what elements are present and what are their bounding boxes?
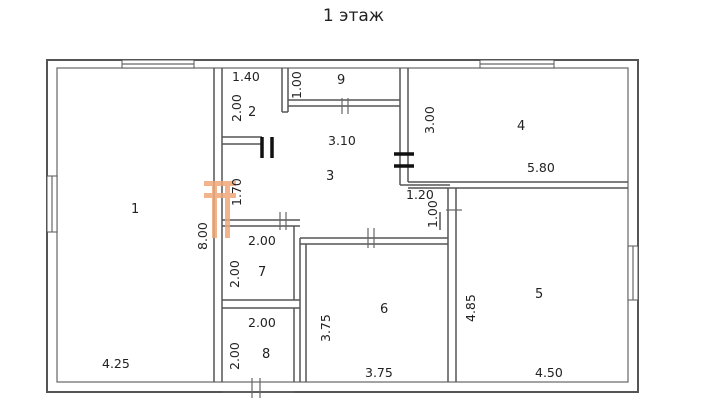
room-8-length: 2.00 <box>227 342 242 370</box>
room-1-width: 4.25 <box>102 356 130 371</box>
room-6-length: 3.75 <box>318 314 333 342</box>
room-1-length: 8.00 <box>195 222 210 250</box>
room-5-width: 4.50 <box>535 365 563 380</box>
corridor-length: 1.00 <box>425 200 440 228</box>
room-5-length: 4.85 <box>463 294 478 322</box>
room-4-width: 5.80 <box>527 160 555 175</box>
room-9-number: 9 <box>337 73 345 88</box>
room-numbers: 1 2 3 4 5 6 7 8 9 <box>131 73 543 362</box>
interior-walls <box>213 68 628 382</box>
room-4-length: 3.00 <box>422 106 437 134</box>
watermark-logo <box>204 181 236 238</box>
doors <box>222 98 462 398</box>
room-5-number: 5 <box>535 287 543 302</box>
dimensions-horizontal: 4.25 1.40 3.10 5.80 4.50 3.75 2.00 2.00 … <box>102 69 563 380</box>
room-9-length: 1.00 <box>289 71 304 99</box>
corridor-width: 1.20 <box>406 187 434 202</box>
room-6-width: 3.75 <box>365 365 393 380</box>
room-6-number: 6 <box>380 302 388 317</box>
room-7-length: 2.00 <box>227 260 242 288</box>
room-8-number: 8 <box>262 347 270 362</box>
room-7-width: 2.00 <box>248 233 276 248</box>
room-4-number: 4 <box>517 119 525 134</box>
room-7-number: 7 <box>258 265 266 280</box>
room-1-number: 1 <box>131 202 139 217</box>
room-3-length: 1.70 <box>229 178 244 206</box>
windows <box>46 59 639 301</box>
room-3-number: 3 <box>326 169 334 184</box>
room-2-width: 1.40 <box>232 69 260 84</box>
dimensions-vertical: 8.00 2.00 1.70 3.00 4.85 3.75 2.00 2.00 … <box>195 71 478 370</box>
floor-title: 1 этаж <box>322 6 385 26</box>
room-8-width: 2.00 <box>248 315 276 330</box>
room-2-number: 2 <box>248 105 256 120</box>
room-2-length: 2.00 <box>229 94 244 122</box>
room-3-width: 3.10 <box>328 133 356 148</box>
